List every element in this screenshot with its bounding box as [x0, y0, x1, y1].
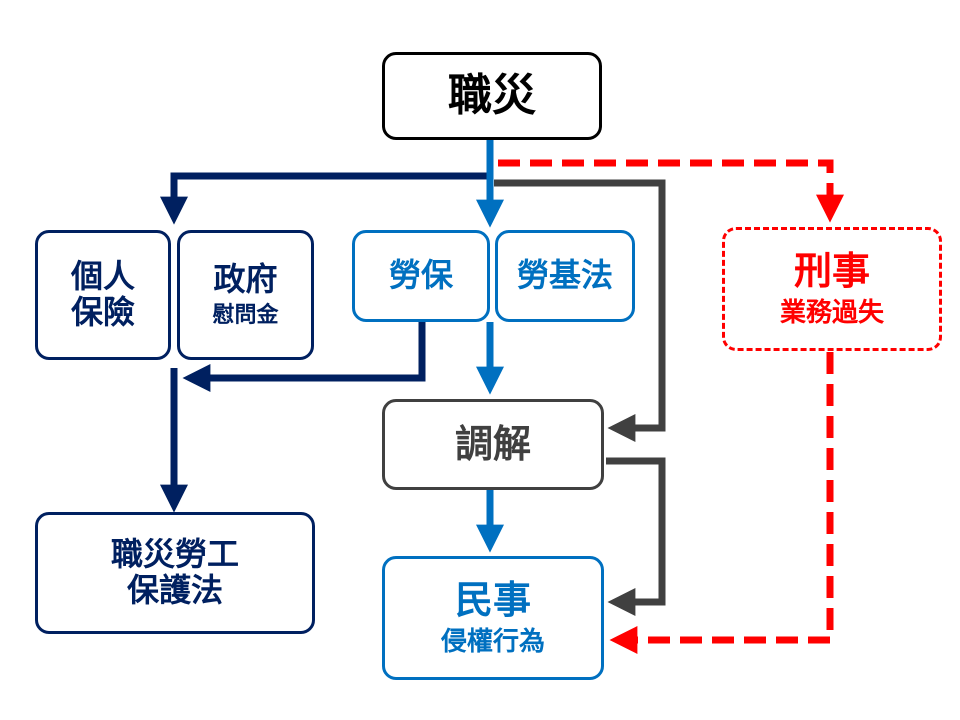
node-line1: 個人 [70, 257, 135, 296]
node-title: 調解 [454, 422, 531, 467]
node-line1: 職災勞工 [110, 535, 239, 574]
edge-criminal-to-civil [609, 352, 834, 654]
node-civil: 民事 侵權行為 [382, 556, 604, 680]
node-government-consolation: 政府 慰問金 [177, 230, 314, 360]
edge-mediation-to-civil-gray [606, 457, 666, 616]
node-title: 政府 [213, 259, 278, 298]
node-occupational-injury: 職災 [382, 52, 602, 140]
node-title: 刑事 [793, 249, 870, 294]
node-title: 職災 [448, 70, 536, 122]
node-title: 勞基法 [516, 256, 613, 295]
node-labor-standards-act: 勞基法 [495, 230, 635, 322]
node-criminal: 刑事 業務過失 [722, 227, 942, 351]
node-title: 民事 [454, 578, 531, 623]
node-occupational-protection-act: 職災勞工 保護法 [35, 512, 315, 634]
edge-injury-to-insurance [160, 172, 490, 225]
node-subtitle: 業務過失 [779, 297, 884, 328]
edge-laborins-to-protection [182, 322, 426, 392]
edge-injury-to-mediation [494, 179, 666, 442]
node-line2: 保護法 [126, 571, 223, 609]
node-labor-insurance: 勞保 [352, 230, 490, 322]
node-line2: 保險 [70, 293, 135, 331]
node-subtitle: 慰問金 [212, 302, 279, 328]
node-personal-insurance: 個人 保險 [35, 230, 171, 360]
edge-injury-to-criminal [498, 159, 844, 223]
node-mediation: 調解 [382, 399, 604, 490]
node-subtitle: 侵權行為 [440, 626, 545, 657]
node-title: 勞保 [388, 256, 453, 295]
